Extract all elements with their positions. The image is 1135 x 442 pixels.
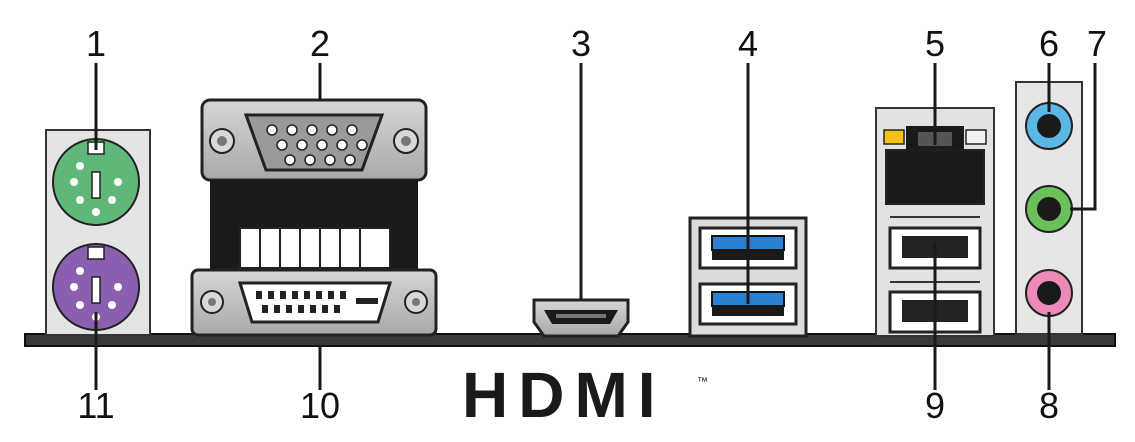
hdmi-port [532, 298, 630, 338]
callout-9: 9 [925, 385, 945, 426]
callout-3: 3 [571, 23, 591, 64]
callout-10: 10 [300, 385, 340, 426]
callout-2: 2 [310, 23, 330, 64]
callout-labels: 1 2 3 4 5 6 7 8 9 10 11 [77, 23, 1107, 426]
callout-11: 11 [77, 385, 114, 426]
hdmi-logo: HDMI ™ [462, 359, 708, 431]
callout-5: 5 [925, 23, 945, 64]
ps2-keyboard-port [52, 243, 140, 331]
hdmi-logo-trademark: ™ [697, 376, 708, 388]
ps2-port-stack [45, 129, 151, 336]
ps2-mouse-port [52, 138, 140, 226]
leader-lines [94, 63, 1097, 390]
callout-6: 6 [1039, 23, 1059, 64]
callout-4: 4 [738, 23, 758, 64]
callout-7: 7 [1087, 23, 1107, 64]
hdmi-logo-text: HDMI [462, 359, 666, 431]
vga-port [200, 98, 428, 270]
callout-1: 1 [86, 23, 106, 64]
callout-8: 8 [1039, 385, 1059, 426]
dvi-port [190, 268, 438, 337]
